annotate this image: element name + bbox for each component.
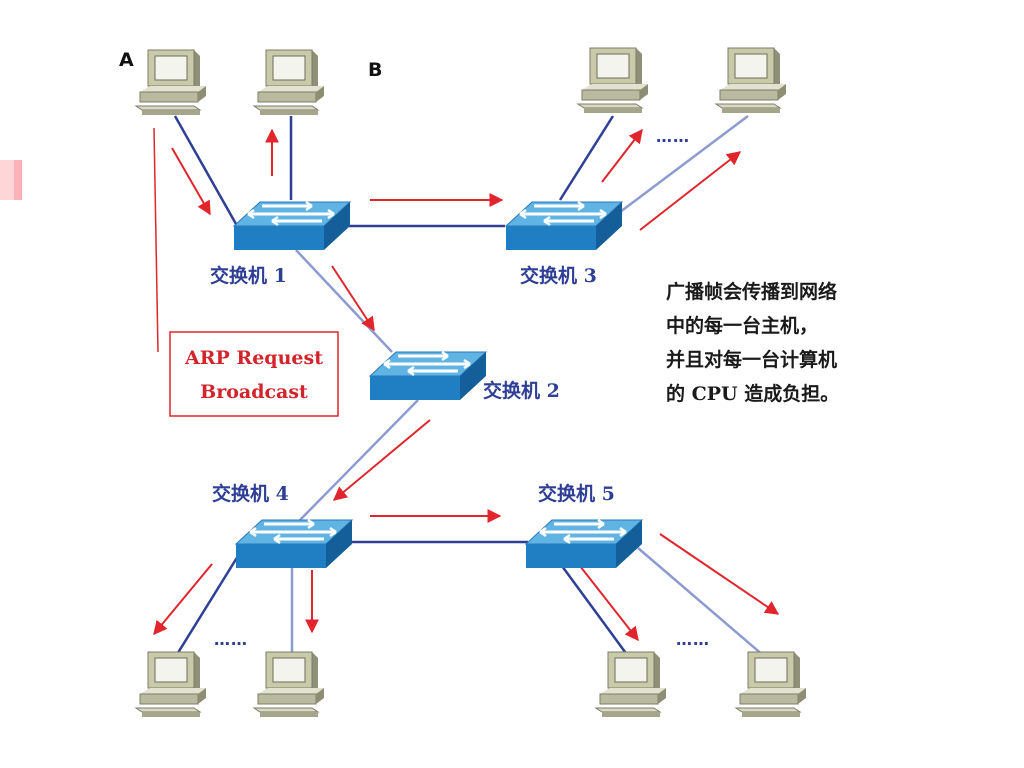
broadcast-origin-line [153, 127, 159, 353]
computer-7-icon [595, 651, 667, 718]
link-sw5-pc8 [637, 547, 765, 657]
note-line-1: 广播帧会传播到网络 [666, 280, 837, 303]
switch-2-icon [368, 350, 488, 402]
broadcast-line-1: ARP Request [184, 347, 323, 369]
arrow-a-to-sw1 [171, 147, 211, 216]
link-sw1-sw2 [295, 249, 393, 353]
host-b-label: B [368, 59, 382, 81]
arrow-sw1-to-sw2 [331, 265, 375, 332]
link-sw3-pc3 [558, 115, 615, 201]
note-line-2: 中的每一台主机， [666, 314, 818, 337]
arrow-sw2-to-sw4 [332, 419, 431, 501]
ellipsis-top: …… [656, 127, 690, 146]
link-a-sw1 [173, 115, 238, 225]
switch-4-label: 交换机 4 [212, 482, 289, 505]
arrow-sw5-to-pc8 [659, 533, 780, 615]
computer-5-icon [135, 651, 207, 718]
note-line-3: 并且对每一台计算机 [666, 348, 837, 371]
link-sw2-sw4 [299, 399, 419, 521]
broadcast-arrows [153, 128, 780, 642]
switch-2-label: 交换机 2 [483, 379, 560, 402]
switch-4-icon [234, 518, 354, 570]
switch-3-icon [504, 200, 624, 252]
note-line-4: 的 CPU 造成负担。 [666, 382, 839, 405]
arrow-sw5-to-pc7 [579, 565, 639, 642]
ellipsis-bottom-right: …… [676, 630, 710, 649]
arrow-sw3-to-pc3 [601, 128, 643, 183]
network-links [173, 115, 765, 657]
computer-a-icon [135, 49, 207, 116]
host-a-label: A [119, 49, 134, 71]
switch-1-icon [232, 200, 352, 252]
link-sw4-pc5 [174, 555, 240, 657]
computer-4-icon [715, 47, 787, 114]
arrow-sw3-to-pc4 [639, 151, 742, 231]
switch-1-label: 交换机 1 [210, 264, 287, 287]
computer-6-icon [253, 651, 325, 718]
switch-5-icon [524, 518, 644, 570]
computer-8-icon [735, 651, 807, 718]
link-sw3-pc4 [619, 115, 749, 213]
broadcast-line-2: Broadcast [200, 381, 308, 403]
switch-3-label: 交换机 3 [520, 264, 597, 287]
link-sw5-pc7 [560, 565, 630, 657]
ellipsis-bottom-left: …… [214, 630, 248, 649]
computer-3-icon [577, 47, 649, 114]
computer-b-icon [253, 49, 325, 116]
explanation-note: 广播帧会传播到网络 中的每一台主机， 并且对每一台计算机 的 CPU 造成负担。 [666, 280, 839, 405]
broadcast-box: ARP Request Broadcast [169, 331, 339, 417]
switch-5-label: 交换机 5 [538, 482, 615, 505]
arrow-sw4-to-pc5 [153, 563, 213, 636]
